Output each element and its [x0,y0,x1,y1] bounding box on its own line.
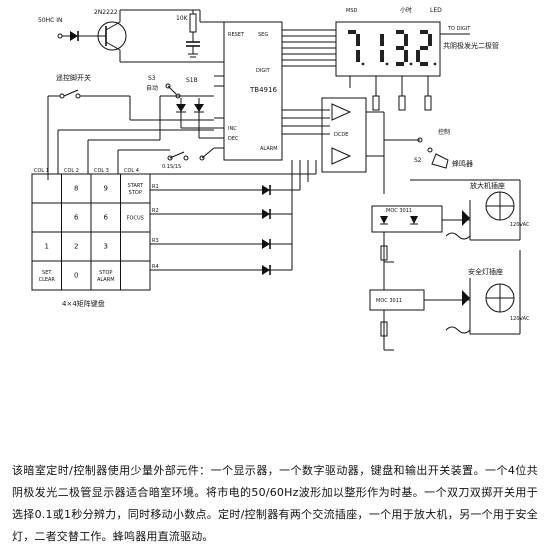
digit-2-segment-c [380,50,384,62]
s1-label: S1B [186,77,198,84]
chip-label: TB4916 [249,86,277,94]
buffer-bottom [331,147,352,165]
svg-text:LED: LED [430,7,442,14]
remote-switch-label: 遥控脚开关 [56,73,91,82]
svg-text:小时: 小时 [400,6,412,14]
row-diode-3 [262,239,270,249]
keypad-key-3-0[interactable]: SET [42,270,52,276]
svg-text:RESET: RESET [228,32,245,38]
transistor-q1 [97,21,127,51]
alarm-label: ALARM [260,146,278,152]
keypad-key-2-0[interactable]: 1 [45,243,49,251]
row1-label: R1 [152,184,159,190]
relay-label-1: MOC 3011 [386,208,412,214]
auto-label: 自动 [146,84,158,92]
col1-label: COL 1 [34,168,49,174]
row3-label: R3 [152,238,159,244]
digit-2-dp [385,62,389,66]
col3-label: COL 3 [94,168,109,174]
keypad-key-0-3[interactable]: STOP [129,190,142,196]
col4-label: COL 4 [124,168,139,174]
transistor-label: 2N2222 [94,9,118,16]
digit-3-segment-c [404,50,408,62]
digit-4-segment-a [420,30,428,34]
display-digits [348,30,437,66]
keypad-key-3-2[interactable]: STOP [99,270,112,276]
digit-4-segment-b [428,34,432,46]
keypad-key-1-3[interactable]: FOCUS [127,216,144,222]
schematic-diagram: 50HC IN 2N2222 10K TB4916 SEG DIGIT RESE… [31,6,530,351]
s3-label: S3 [148,75,156,82]
lamp-safe-label: 安全灯插座 [468,267,503,276]
buzzer-label: 蜂鸣器 [452,159,473,168]
keypad-key-0-2[interactable]: 9 [104,185,108,193]
digit-2-segment-b [380,34,384,46]
svg-text:TO DIGIT: TO DIGIT [447,26,471,32]
keypad-title: 4×4矩阵键盘 [62,299,105,308]
decode-block [321,97,367,173]
digit-3-segment-g [396,46,404,50]
time-select-label: 0.1S/1S [162,164,181,170]
row-diode-1 [262,185,270,195]
keypad-key-3-2[interactable]: ALARM [97,277,115,283]
caption-paragraph: 该暗室定时/控制器使用少量外部元件：一个显示器，一个数字驱动器，键盘和输出开关装… [12,464,538,543]
svg-text:S2: S2 [414,157,422,164]
col2-label: COL 2 [64,168,79,174]
digit-3-dp [409,62,413,66]
digit-out-label: DIGIT [256,68,271,74]
svg-text:MSD: MSD [346,8,357,14]
keypad-key-3-1[interactable]: 0 [74,272,78,280]
keypad-key-0-3[interactable]: START [128,183,144,189]
keypad-key-2-2[interactable]: 3 [104,243,108,251]
digit-1-segment-a [348,30,356,34]
svg-text:DEC: DEC [228,136,239,142]
timer-chip [223,21,283,161]
digit-1-segment-b [356,34,360,46]
r10k-label: 10K [176,15,189,22]
keypad-key-1-1[interactable]: 6 [74,214,79,222]
decode-label: DCDE [334,132,348,138]
digit-1-dp [361,62,365,66]
svg-text:INC: INC [228,126,237,132]
digit-4-dp [433,62,437,66]
row2-label: R2 [152,208,159,214]
row-diode-4 [262,265,270,275]
buzzer-icon [431,153,449,169]
keypad-key-3-0[interactable]: CLEAR [39,277,56,283]
buffer-top [331,103,352,121]
control-label: 控制 [438,128,450,136]
display-label: 共阴极发光二极管 [443,41,499,50]
power-in-label: 50HC IN [38,17,63,24]
digit-4-segment-e [416,50,420,62]
digit-4-segment-d [420,62,428,66]
digit-4-segment-g [420,46,428,50]
segments-label: SEG [258,32,268,38]
digit-3-segment-b [404,34,408,46]
relay-label-2: MOC 3011 [376,298,402,304]
keypad-key-1-2[interactable]: 6 [104,214,109,222]
row-diode-2 [262,209,270,219]
keypad-key-0-1[interactable]: 8 [74,185,78,193]
digit-3-segment-d [396,62,404,66]
input-diode [70,31,78,41]
resistor-10k [189,13,197,33]
led-display [335,21,441,77]
relay-block-1 [371,205,443,233]
row4-label: R4 [152,264,159,270]
lamp-enlarger-label: 放大机插座 [470,181,505,190]
power-in-terminal [57,33,63,39]
digit-3-segment-a [396,30,404,34]
keypad-key-2-1[interactable]: 2 [74,243,78,251]
digit-1-segment-c [356,50,360,62]
